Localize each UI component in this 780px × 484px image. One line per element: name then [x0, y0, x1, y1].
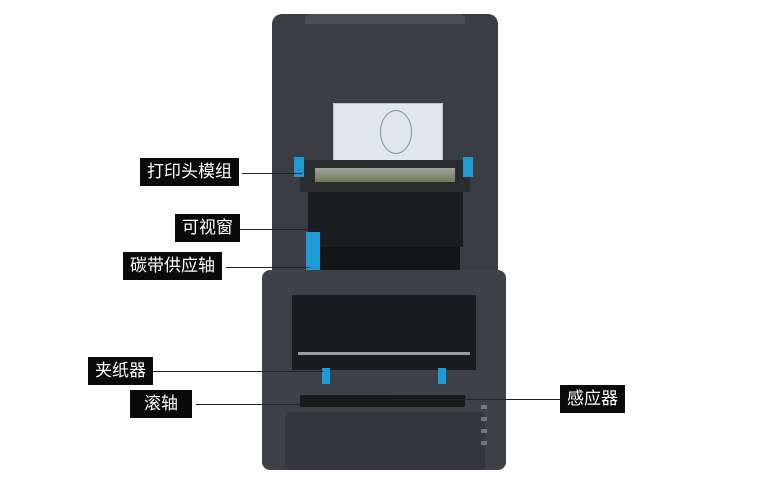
paper-guide-blue-right [438, 368, 446, 384]
label-view-window: 可视窗 [175, 214, 240, 242]
leader-line-printhead [242, 173, 302, 174]
printhead-blue-latch-left [294, 157, 304, 177]
leader-line-view-window [240, 229, 320, 230]
label-printhead-module: 打印头模组 [140, 158, 239, 186]
sticker-diagram [380, 110, 412, 154]
media-compartment [292, 295, 476, 370]
status-lights [481, 405, 487, 445]
label-paper-guide: 夹纸器 [88, 357, 153, 385]
leader-line-ribbon-spindle [226, 267, 310, 268]
label-sensor: 感应器 [560, 385, 625, 413]
label-ribbon-supply-spindle: 碳带供应轴 [123, 252, 222, 280]
leader-line-paper-guide [153, 371, 323, 372]
paper-guide-blue-left [322, 368, 330, 384]
paper-guide-rod [298, 352, 470, 355]
platen-roller [300, 395, 465, 407]
front-cover [285, 412, 485, 470]
lid-top-edge [305, 14, 465, 24]
leader-line-platen-roller [196, 404, 302, 405]
view-window [308, 192, 463, 247]
leader-line-sensor [390, 399, 560, 400]
printhead-strip [315, 168, 455, 182]
printhead-blue-latch-right [463, 157, 473, 177]
label-platen-roller: 滚轴 [130, 390, 192, 418]
ribbon-spindle-blue [306, 232, 320, 282]
